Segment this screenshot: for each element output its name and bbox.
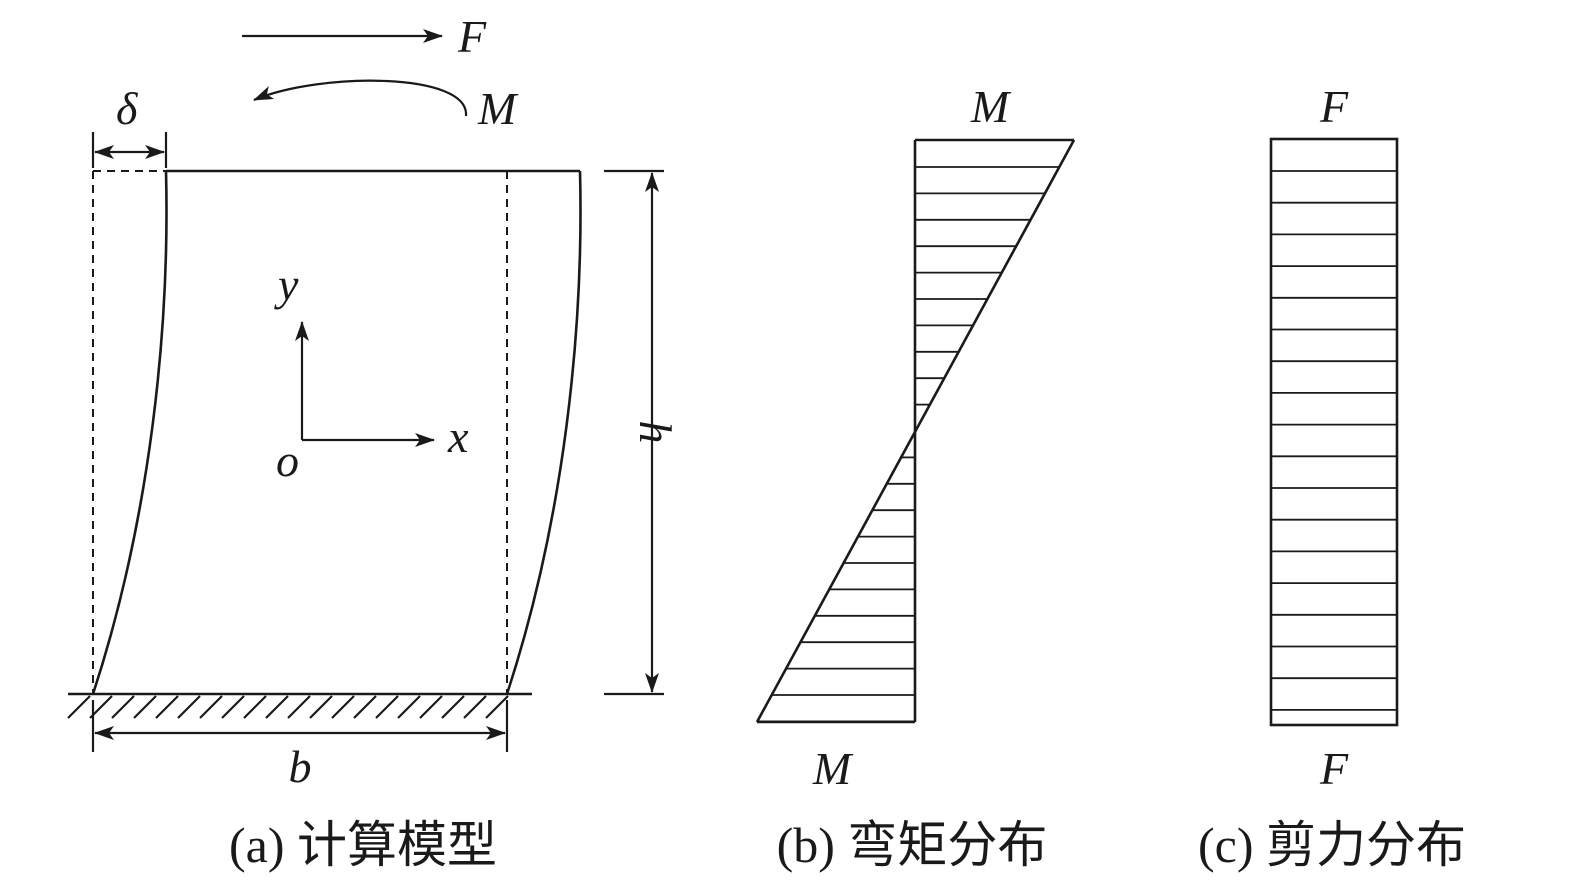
hatch-stroke xyxy=(441,695,465,719)
hatch-stroke xyxy=(331,695,355,719)
hatch-stroke xyxy=(309,695,333,719)
origin-label: o xyxy=(276,435,299,486)
hatch-stroke xyxy=(397,695,421,719)
hatch-stroke xyxy=(485,695,509,719)
shear-bottom-label: F xyxy=(1319,743,1349,794)
panel-b-moment-distribution: M M (b) 弯矩分布 xyxy=(755,81,1076,873)
panel-c-shear-distribution: F F (c) 剪力分布 xyxy=(1198,81,1466,873)
hatch-stroke xyxy=(199,695,223,719)
moment-diagram-hatching xyxy=(757,166,1060,723)
fixed-base-hatching xyxy=(67,695,509,719)
hatch-stroke xyxy=(111,695,135,719)
hatch-stroke xyxy=(67,695,91,719)
panel-a-caption: (a) 计算模型 xyxy=(229,817,497,873)
deformed-right-edge xyxy=(505,170,582,695)
moment-arrow xyxy=(253,79,468,117)
panel-c-caption: (c) 剪力分布 xyxy=(1198,817,1466,873)
panel-b-caption: (b) 弯矩分布 xyxy=(777,817,1048,873)
hatch-stroke xyxy=(287,695,311,719)
force-label: F xyxy=(457,11,487,62)
hatch-stroke xyxy=(463,695,487,719)
hatch-stroke xyxy=(353,695,377,719)
moment-bottom-label: M xyxy=(812,743,854,794)
hatch-stroke xyxy=(133,695,157,719)
width-label: b xyxy=(289,741,312,792)
x-axis-label: x xyxy=(447,411,469,462)
moment-top-label: M xyxy=(970,81,1012,132)
hatch-stroke xyxy=(419,695,443,719)
panel-a-computational-model: F M δ h b y x o (a) xyxy=(67,11,681,873)
hatch-stroke xyxy=(155,695,179,719)
height-label: h xyxy=(630,421,681,444)
hatch-stroke xyxy=(221,695,245,719)
hatch-stroke xyxy=(375,695,399,719)
hatch-stroke xyxy=(265,695,289,719)
shear-diagram-hatching xyxy=(1271,170,1397,711)
y-axis-label: y xyxy=(274,259,299,310)
moment-label: M xyxy=(477,83,519,134)
hatch-stroke xyxy=(243,695,267,719)
shear-diagram-box xyxy=(1269,137,1399,727)
delta-label: δ xyxy=(116,83,138,134)
shear-top-label: F xyxy=(1319,81,1349,132)
deformed-left-edge xyxy=(91,170,168,695)
hatch-stroke xyxy=(177,695,201,719)
